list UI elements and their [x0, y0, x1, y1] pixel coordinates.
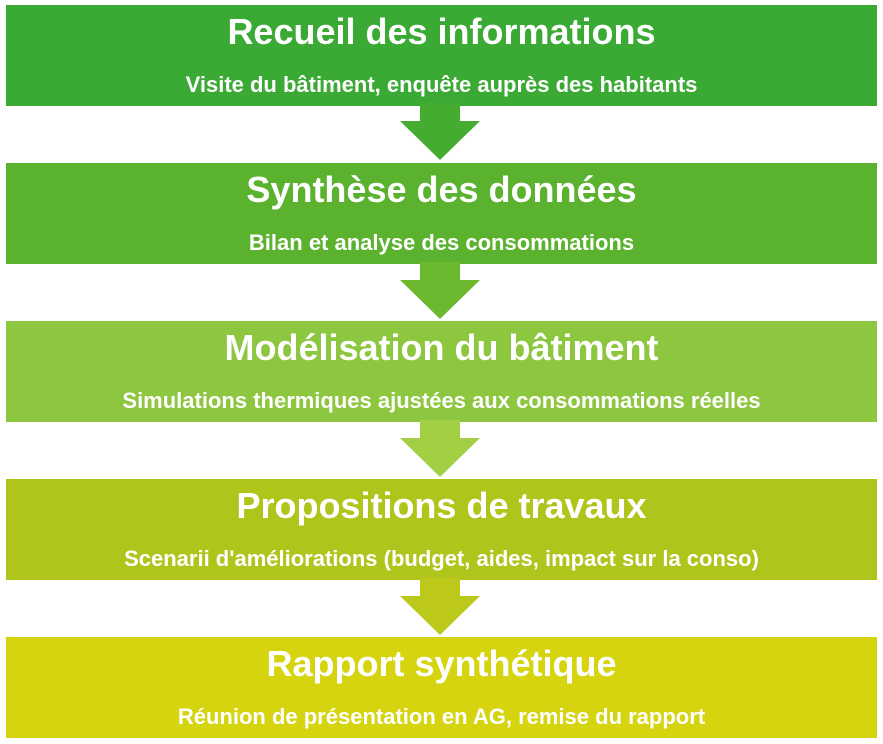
down-arrow-icon	[400, 420, 480, 477]
step-title: Rapport synthétique	[266, 643, 617, 684]
step-subtitle: Bilan et analyse des consommations	[248, 230, 635, 255]
step-subtitle: Visite du bâtiment, enquête auprès des h…	[185, 72, 698, 97]
step-title: Recueil des informations	[227, 11, 656, 52]
down-arrow-icon	[400, 262, 480, 319]
step-rapport-synthetique: Rapport synthétique Réunion de présentat…	[6, 637, 877, 738]
step-title: Modélisation du bâtiment	[224, 327, 659, 368]
step-title: Synthèse des données	[246, 169, 637, 210]
step-subtitle: Simulations thermiques ajustées aux cons…	[122, 388, 761, 413]
step-modelisation-du-batiment: Modélisation du bâtiment Simulations the…	[6, 321, 877, 422]
down-arrow-icon	[400, 103, 480, 160]
step-subtitle: Scenarii d'améliorations (budget, aides,…	[124, 546, 759, 571]
step-synthese-des-donnees: Synthèse des données Bilan et analyse de…	[6, 163, 877, 264]
down-arrow-icon	[400, 578, 480, 635]
step-propositions-de-travaux: Propositions de travaux Scenarii d'améli…	[6, 479, 877, 580]
step-title: Propositions de travaux	[236, 485, 647, 526]
step-subtitle: Réunion de présentation en AG, remise du…	[177, 704, 706, 729]
step-recueil-des-informations: Recueil des informations Visite du bâtim…	[6, 5, 877, 106]
